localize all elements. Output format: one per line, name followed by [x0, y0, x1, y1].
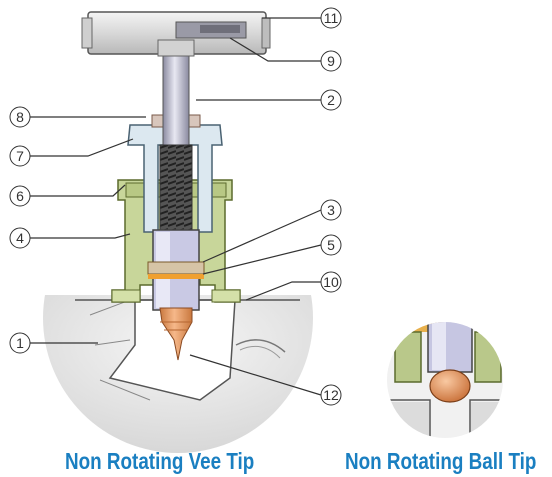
ball-tip-inset: [387, 322, 503, 438]
callout-5: 5: [320, 234, 342, 256]
svg-text:9: 9: [327, 53, 335, 69]
svg-text:11: 11: [324, 10, 339, 26]
callout-8: 8: [9, 106, 31, 128]
caption-ball-tip: Non Rotating Ball Tip: [345, 448, 537, 474]
callout-4: 4: [9, 227, 31, 249]
svg-text:10: 10: [323, 274, 339, 290]
svg-text:8: 8: [16, 109, 24, 125]
callout-bubbles: 11 9 2 8 7 6 4 3 5 10 1 12: [9, 7, 342, 406]
t-handle: [81, 11, 271, 57]
svg-text:5: 5: [327, 237, 335, 253]
svg-text:1: 1: [16, 335, 24, 351]
svg-text:2: 2: [327, 92, 335, 108]
stem: [147, 54, 205, 311]
callout-leaders: [30, 17, 322, 396]
callout-3: 3: [320, 199, 342, 221]
callout-9: 9: [320, 50, 342, 72]
svg-text:4: 4: [16, 230, 24, 246]
callout-2: 2: [320, 89, 342, 111]
svg-text:3: 3: [327, 202, 335, 218]
callout-7: 7: [9, 145, 31, 167]
callout-10: 10: [320, 271, 342, 293]
vee-tip: [159, 307, 193, 361]
svg-text:6: 6: [16, 188, 24, 204]
callout-1: 1: [9, 332, 31, 354]
caption-vee-tip: Non Rotating Vee Tip: [65, 448, 255, 474]
callout-6: 6: [9, 185, 31, 207]
callout-12: 12: [320, 384, 342, 406]
svg-text:7: 7: [16, 148, 24, 164]
callout-11: 11: [320, 7, 342, 29]
svg-text:12: 12: [323, 387, 339, 403]
